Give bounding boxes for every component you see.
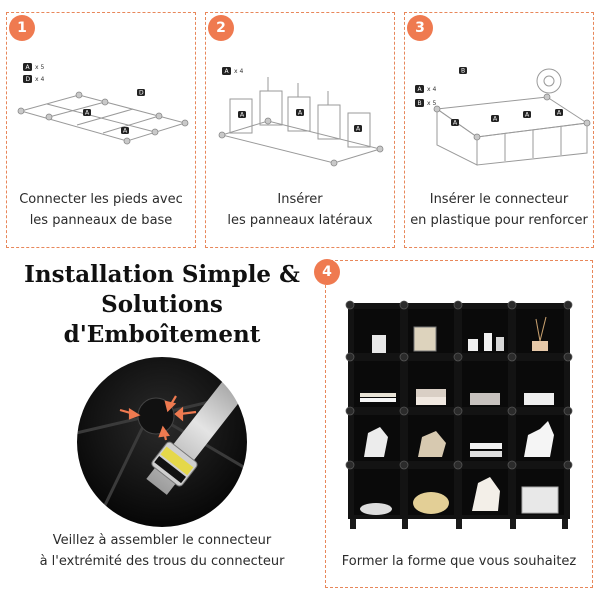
step-3-badge: 3 [407,15,433,41]
step-4-badge: 4 [314,259,340,285]
step1-qty-d: x 4 [35,76,44,83]
step-2-panel: 2 A x 4 A A A Insérer les panneaux latér… [205,12,395,248]
svg-text:D: D [26,76,31,83]
headline-line-1: Installation Simple & [24,261,300,288]
step-3-panel: 3 A x 4 B x 5 B A A A A Insérer le conne [404,12,594,248]
svg-text:A: A [26,64,31,71]
svg-text:A: A [493,116,498,123]
svg-text:A: A [525,112,530,119]
svg-text:A: A [418,86,423,93]
step3-qty-b: x 5 [427,100,436,107]
step-3-caption: Insérer le connecteur en plastique pour … [410,192,588,228]
step-2-caption: Insérer les panneaux latéraux [227,192,373,228]
step-1-badge: 1 [9,15,35,41]
svg-text:A: A [453,120,458,127]
step-2-badge: 2 [208,15,234,41]
svg-text:A: A [85,110,90,117]
cube-shelf-photo [345,300,573,529]
step-1-panel: 1 A x 5 D x 4 A A D Connecter les pieds … [6,12,196,248]
headline-line-3: d'Emboîtement [63,321,261,348]
svg-text:B: B [461,68,465,75]
svg-text:A: A [356,126,361,133]
step2-qty-a: x 4 [234,68,243,75]
svg-text:A: A [298,110,303,117]
headline: Installation Simple & Solutions d'Emboît… [12,260,312,350]
connector-closeup-photo [75,355,249,529]
step-1-diagram: A x 5 D x 4 A A D [17,63,189,145]
step-2-diagram: A x 4 A A A [218,67,384,167]
svg-text:A: A [225,68,230,75]
svg-text:A: A [123,128,128,135]
svg-text:D: D [139,90,144,97]
step-3-diagram: A x 4 B x 5 B A A A A [415,67,591,166]
svg-text:A: A [240,112,245,119]
step3-qty-a: x 4 [427,86,436,93]
step-1-caption: Connecter les pieds avec les panneaux de… [19,192,183,228]
step1-qty-a: x 5 [35,64,44,71]
step-4-panel: 4 [314,259,593,588]
connector-caption: Veillez à assembler le connecteur à l'ex… [39,533,285,569]
step-4-caption: Former la forme que vous souhaitez [341,554,577,569]
headline-line-2: Solutions [101,291,223,318]
svg-text:A: A [557,110,562,117]
svg-text:B: B [418,100,422,107]
